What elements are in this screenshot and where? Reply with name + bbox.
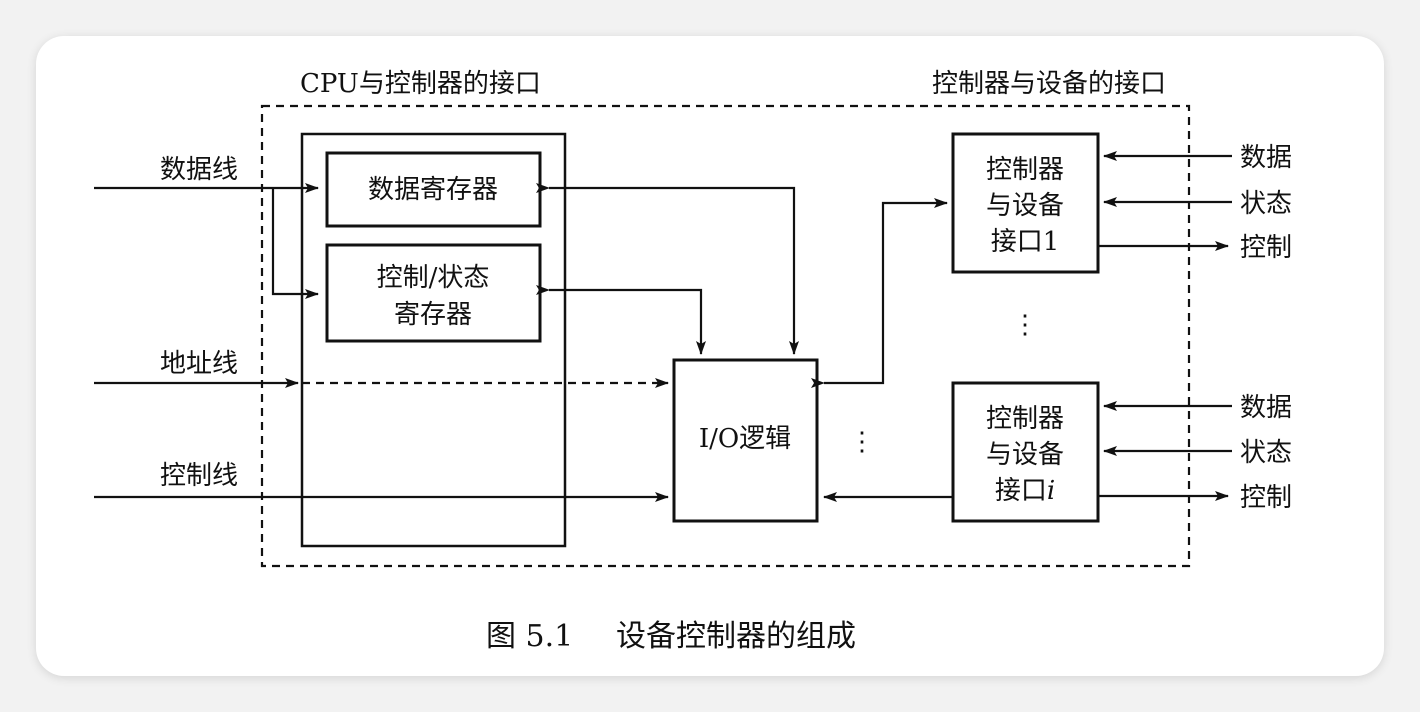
device-interface-title: 控制器与设备的接口 [932,69,1166,99]
control-status-register-label-2: 寄存器 [394,300,472,330]
device-interface-1-box [951,132,1100,274]
device-interface-1-line2: 与设备 [986,191,1064,221]
device-interface-i-line1: 控制器 [986,404,1064,434]
control-out-1-label: 控制 [1240,233,1292,263]
device-interface-i-box [951,381,1100,523]
interfaces-ellipsis: ⋮ [1012,310,1038,340]
figure-caption: 设备控制器的组成 [616,619,856,654]
control-status-io-link [536,285,706,355]
status-in-i-label: 状态 [1240,438,1292,468]
device-interface-i-line2: 与设备 [986,440,1064,470]
device-interface-i-suffix: i [1047,476,1055,506]
io-interface-1-link [811,198,948,388]
data-register-io-link [536,183,799,355]
io-logic-label: I/O逻辑 [699,424,791,454]
device-interface-i-prefix: 接口 [995,476,1047,506]
data-register-label: 数据寄存器 [368,175,498,205]
cpu-interface-title: CPU与控制器的接口 [300,69,541,99]
io-logic-box [672,358,819,523]
status-in-1-label: 状态 [1240,189,1292,219]
data-line-branch [271,188,319,299]
control-line-label: 控制线 [160,461,238,491]
data-line-label: 数据线 [160,155,238,185]
figure-number: 图 5.1 [486,619,573,654]
address-line-label: 地址线 [160,349,238,379]
controller-boundary [260,104,1191,568]
device-interface-i-line3: 接口i [995,476,1055,506]
control-status-register-label-1: 控制/状态 [377,263,490,293]
device-interface-1-line1: 控制器 [986,155,1064,185]
control-status-register-box [325,243,542,343]
data-in-1-label: 数据 [1240,143,1292,173]
data-in-i-label: 数据 [1240,393,1292,423]
device-interface-1-line3: 接口1 [991,227,1060,257]
device-interface-1-suffix: 1 [1043,227,1060,257]
device-interface-1-prefix: 接口 [991,227,1043,257]
control-out-i-label: 控制 [1240,483,1292,513]
diagram-card [36,36,1384,676]
io-ellipsis: ⋮ [849,427,875,457]
data-register-box [325,151,542,228]
